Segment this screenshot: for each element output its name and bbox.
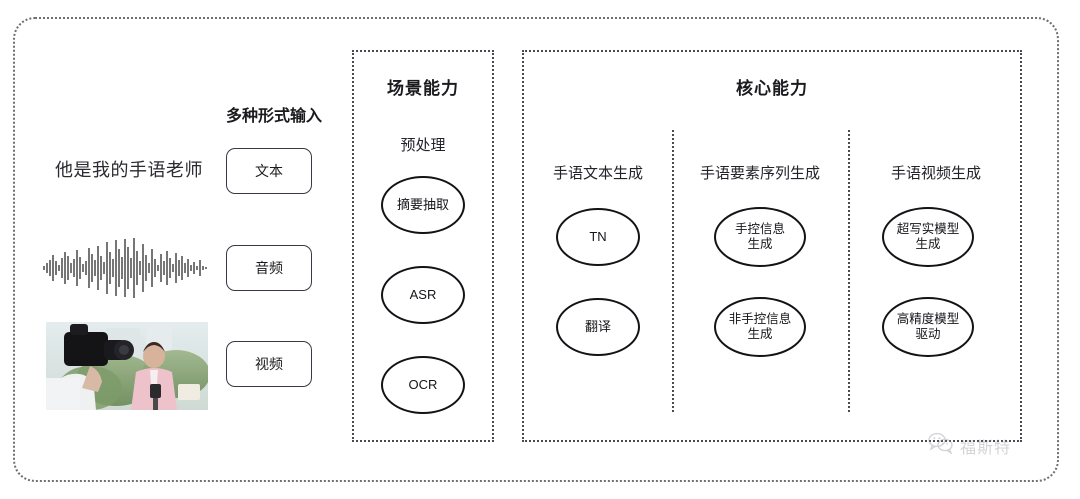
node-manual-info-generation-label: 手控信息 生成 [734,222,785,251]
core-column-sign-text-header: 手语文本生成 [552,165,643,182]
node-tn[interactable]: TN [556,208,640,266]
core-column-sign-element-seq: 手语要素序列生成 手控信息 生成 非手控信息 生成 [672,52,848,440]
node-ocr-label: OCR [408,377,438,393]
core-column-divider-1 [672,130,674,412]
input-chip-audio-label: 音频 [255,260,283,276]
core-capability-panel: 核心能力 手语文本生成 TN 翻译 手语要素序列生成 手控信息 生成 非手控信息… [522,50,1022,442]
outer-frame [13,17,1059,482]
sample-input-text: 他是我的手语老师 [55,160,203,180]
watermark-text: 福斯特 [960,439,1012,457]
input-chip-video-label: 视频 [255,356,283,372]
node-manual-info-generation[interactable]: 手控信息 生成 [714,207,806,267]
input-chip-audio[interactable]: 音频 [226,245,312,291]
audio-waveform-icon [42,236,208,300]
node-nonmanual-info-generation-label: 非手控信息 生成 [728,312,792,341]
core-column-divider-2 [848,130,850,412]
node-highprecision-model-drive[interactable]: 高精度模型 驱动 [882,297,974,357]
scene-preprocess-label: 预处理 [400,137,446,154]
node-summary-extraction[interactable]: 摘要抽取 [381,176,465,234]
node-nonmanual-info-generation[interactable]: 非手控信息 生成 [714,297,806,357]
node-translation-label: 翻译 [584,319,611,335]
input-chip-video[interactable]: 视频 [226,341,312,387]
core-column-sign-element-seq-header: 手语要素序列生成 [699,165,820,182]
node-asr-label: ASR [409,287,437,303]
node-photoreal-model-generation-label: 超写实模型 生成 [896,222,960,251]
scene-capability-panel: 场景能力 预处理 摘要抽取 ASR OCR [352,50,494,442]
node-highprecision-model-drive-label: 高精度模型 驱动 [896,312,960,341]
wechat-icon [928,432,954,459]
node-photoreal-model-generation[interactable]: 超写实模型 生成 [882,207,974,267]
watermark: 福斯特 [928,432,1011,459]
node-asr[interactable]: ASR [381,266,465,324]
core-column-sign-video: 手语视频生成 超写实模型 生成 高精度模型 驱动 [848,52,1024,440]
input-section-heading: 多种形式输入 [225,108,322,125]
video-thumbnail [46,322,208,410]
input-chip-text-label: 文本 [255,163,283,179]
core-column-sign-video-header: 手语视频生成 [890,165,981,182]
core-column-sign-text: 手语文本生成 TN 翻译 [524,52,672,440]
node-ocr[interactable]: OCR [381,356,465,414]
core-capability-title: 核心能力 [736,79,808,98]
node-translation[interactable]: 翻译 [556,298,640,356]
node-summary-extraction-label: 摘要抽取 [396,197,449,213]
scene-capability-title: 场景能力 [387,79,459,98]
node-tn-label: TN [589,229,607,245]
input-chip-text[interactable]: 文本 [226,148,312,194]
